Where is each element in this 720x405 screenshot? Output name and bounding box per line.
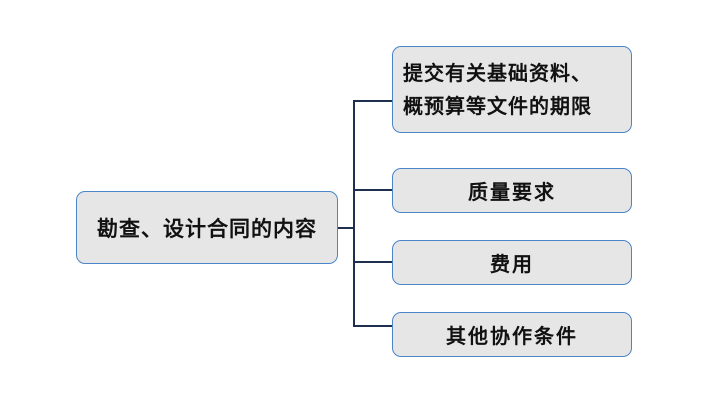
branch-connector-2 [353, 261, 392, 263]
child-node-label-line-1: 提交有关基础资料、 [403, 60, 592, 85]
branch-connector-0 [353, 100, 392, 102]
child-node-label-line-2: 概预算等文件的期限 [403, 93, 592, 118]
branch-connector-1 [353, 189, 392, 191]
trunk-connector [353, 100, 355, 327]
child-node-label: 提交有关基础资料、 概预算等文件的期限 [403, 57, 592, 123]
child-node-label: 费用 [490, 252, 534, 276]
root-connector [338, 227, 355, 229]
root-node-label: 勘查、设计合同的内容 [97, 216, 317, 241]
branch-connector-3 [353, 325, 392, 327]
child-node-fees: 费用 [392, 240, 632, 285]
child-node-label: 质量要求 [468, 180, 556, 204]
child-node-quality-requirements: 质量要求 [392, 168, 632, 213]
child-node-submission-deadline: 提交有关基础资料、 概预算等文件的期限 [392, 46, 632, 133]
root-node: 勘查、设计合同的内容 [76, 191, 338, 264]
child-node-label: 其他协作条件 [446, 324, 578, 348]
child-node-other-cooperation: 其他协作条件 [392, 312, 632, 357]
